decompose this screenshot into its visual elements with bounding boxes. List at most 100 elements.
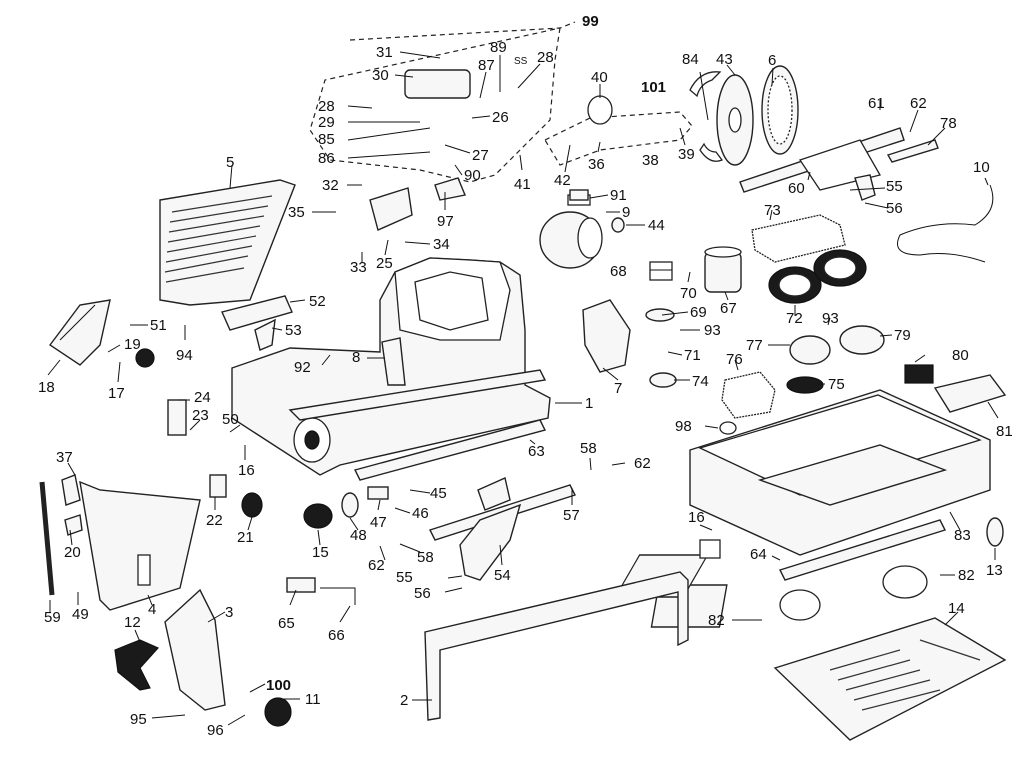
carriage-part bbox=[79, 480, 201, 611]
label-30: 30 bbox=[372, 67, 389, 84]
pulley-67-part bbox=[704, 246, 742, 293]
front-plate-part bbox=[424, 571, 689, 721]
label-27: 27 bbox=[472, 147, 489, 164]
rail-64-part bbox=[779, 519, 946, 581]
label-59: 59 bbox=[44, 609, 61, 626]
label-37: 37 bbox=[56, 449, 73, 466]
label-63: 63 bbox=[528, 443, 545, 460]
belt-76-part bbox=[721, 371, 776, 419]
guide-52-part bbox=[221, 295, 293, 331]
label-41: 41 bbox=[514, 176, 531, 193]
label-77: 77 bbox=[746, 337, 763, 354]
label-71: 71 bbox=[684, 347, 701, 364]
part-78 bbox=[886, 139, 939, 163]
label-82a: 82 bbox=[958, 567, 975, 584]
part-53 bbox=[254, 318, 276, 351]
rail-part bbox=[353, 419, 547, 481]
label-2: 2 bbox=[400, 692, 408, 709]
label-100: 100 bbox=[266, 677, 291, 694]
knob-11-part bbox=[264, 697, 292, 727]
label-70: 70 bbox=[680, 285, 697, 302]
label-52: 52 bbox=[309, 293, 326, 310]
part-24 bbox=[167, 399, 187, 436]
label-42: 42 bbox=[554, 172, 571, 189]
label-98: 98 bbox=[675, 418, 692, 435]
gear-48-part bbox=[341, 492, 359, 518]
label-6: 6 bbox=[768, 52, 776, 69]
label-62c: 62 bbox=[368, 557, 385, 574]
label-4: 4 bbox=[148, 601, 156, 618]
shaft-arm-part bbox=[429, 477, 576, 581]
label-90: 90 bbox=[464, 167, 481, 184]
group-99-outline bbox=[309, 21, 576, 183]
part-20 bbox=[64, 514, 83, 536]
motor-part bbox=[539, 194, 603, 269]
label-18: 18 bbox=[38, 379, 55, 396]
label-58b: 58 bbox=[417, 549, 434, 566]
label-7: 7 bbox=[614, 380, 622, 397]
label-45: 45 bbox=[430, 485, 447, 502]
label-93b: 93 bbox=[822, 310, 839, 327]
label-38: 38 bbox=[642, 152, 659, 169]
label-95: 95 bbox=[130, 711, 147, 728]
label-92: 92 bbox=[294, 359, 311, 376]
part-number-labels: 1 2 3 4 5 6 7 8 9 10 11 12 13 14 15 16 1… bbox=[38, 13, 1013, 739]
label-82b: 82 bbox=[708, 612, 725, 629]
bracket-33-part bbox=[369, 187, 413, 231]
label-51: 51 bbox=[150, 317, 167, 334]
leader-lines bbox=[47, 51, 999, 726]
label-84: 84 bbox=[682, 51, 699, 68]
carriage-arm-part bbox=[739, 127, 905, 201]
knob-17-part bbox=[135, 348, 155, 368]
knob-21-part bbox=[241, 492, 263, 518]
label-33: 33 bbox=[350, 259, 367, 276]
label-29: 29 bbox=[318, 114, 335, 131]
label-101: 101 bbox=[641, 79, 666, 96]
label-75: 75 bbox=[828, 376, 845, 393]
label-67: 67 bbox=[720, 300, 737, 317]
label-78: 78 bbox=[940, 115, 957, 132]
group-101-outline bbox=[544, 111, 693, 166]
label-32: 32 bbox=[322, 177, 339, 194]
label-79: 79 bbox=[894, 327, 911, 344]
label-97: 97 bbox=[437, 213, 454, 230]
label-73: 73 bbox=[764, 202, 781, 219]
switch-16-part bbox=[699, 539, 721, 559]
belt-73-part bbox=[751, 214, 846, 263]
guard-plate-part bbox=[159, 179, 296, 306]
label-16a: 16 bbox=[238, 462, 255, 479]
blade-cover-part bbox=[761, 65, 799, 155]
label-55a: 55 bbox=[886, 178, 903, 195]
label-50: 50 bbox=[222, 411, 239, 428]
label-39: 39 bbox=[678, 146, 695, 163]
label-46: 46 bbox=[412, 505, 429, 522]
label-89: 89 bbox=[490, 39, 507, 56]
label-47: 47 bbox=[370, 514, 387, 531]
label-68: 68 bbox=[610, 263, 627, 280]
label-24: 24 bbox=[194, 389, 211, 406]
label-66: 66 bbox=[328, 627, 345, 644]
plate-7-part bbox=[582, 299, 631, 373]
label-58a: 58 bbox=[580, 440, 597, 457]
part-68 bbox=[649, 261, 673, 281]
label-53: 53 bbox=[285, 322, 302, 339]
label-60: 60 bbox=[788, 180, 805, 197]
label-ss: SS bbox=[514, 56, 528, 67]
knob-13-part bbox=[986, 517, 1004, 547]
bottom-tray-part bbox=[773, 617, 1007, 741]
label-19: 19 bbox=[124, 336, 141, 353]
label-49: 49 bbox=[72, 606, 89, 623]
label-74: 74 bbox=[692, 373, 709, 390]
label-69: 69 bbox=[690, 304, 707, 321]
label-56b: 56 bbox=[414, 585, 431, 602]
label-10: 10 bbox=[973, 159, 990, 176]
part-69 bbox=[645, 308, 675, 322]
label-86: 86 bbox=[318, 150, 335, 167]
label-5: 5 bbox=[226, 154, 234, 171]
label-8: 8 bbox=[352, 349, 360, 366]
label-26: 26 bbox=[492, 109, 509, 126]
label-43: 43 bbox=[716, 51, 733, 68]
knob-15-part bbox=[303, 503, 333, 529]
